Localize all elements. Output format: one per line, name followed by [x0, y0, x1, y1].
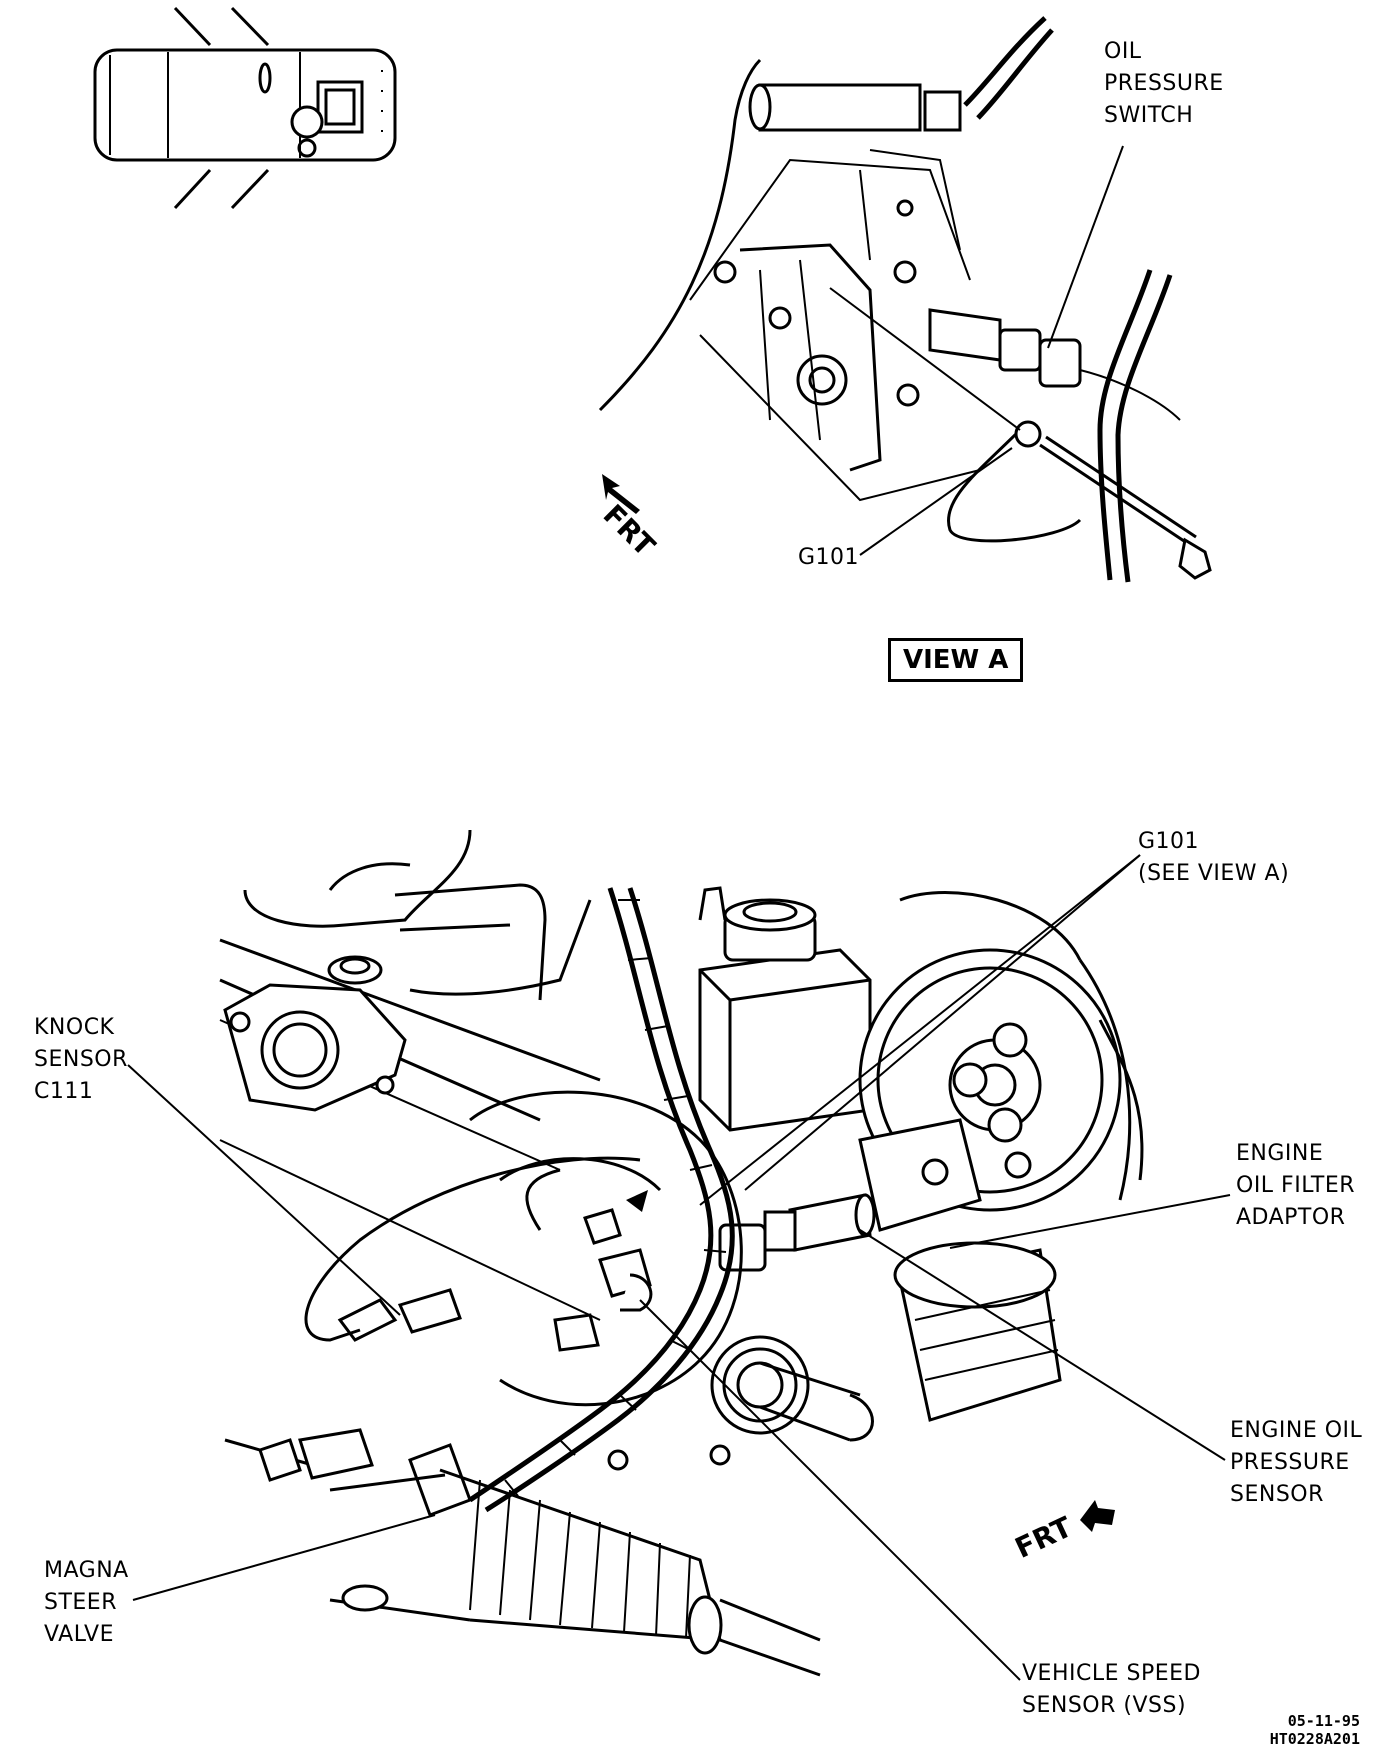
leader-oil-pressure-switch	[1047, 145, 1124, 349]
figure-code: 05-11-95 HT0228A201	[1269, 1712, 1360, 1748]
leader-g101-view	[859, 447, 1013, 556]
label-engine-oil-pressure-sensor: ENGINE OIL PRESSURE SENSOR	[1230, 1418, 1363, 1507]
view-a-caption: VIEW A	[888, 638, 1024, 682]
label-knock-sensor: KNOCK SENSOR C111	[34, 1015, 128, 1104]
leader-magna-steer	[132, 1514, 436, 1601]
vehicle-locator-icon	[93, 6, 397, 210]
label-magna-steer-valve: MAGNA STEER VALVE	[44, 1558, 129, 1647]
leader-knock-sensor	[127, 1064, 401, 1316]
leader-oil-filter-adaptor	[949, 1194, 1231, 1249]
leader-g101-main-1	[744, 854, 1141, 1191]
label-g101-main: G101 (SEE VIEW A)	[1138, 829, 1290, 886]
main-engine-illustration	[219, 829, 1144, 1677]
view-a-illustration	[598, 16, 1212, 583]
leader-g101-main-2	[699, 854, 1141, 1206]
label-g101-view: G101	[798, 545, 860, 570]
label-vehicle-speed-sensor: VEHICLE SPEED SENSOR (VSS)	[1022, 1661, 1201, 1718]
label-engine-oil-filter-adaptor: ENGINE OIL FILTER ADAPTOR	[1236, 1141, 1356, 1230]
leader-vss	[639, 1299, 1021, 1681]
label-oil-pressure-switch: OIL PRESSURE SWITCH	[1104, 39, 1224, 128]
leader-oil-pressure-sensor	[859, 1229, 1226, 1461]
